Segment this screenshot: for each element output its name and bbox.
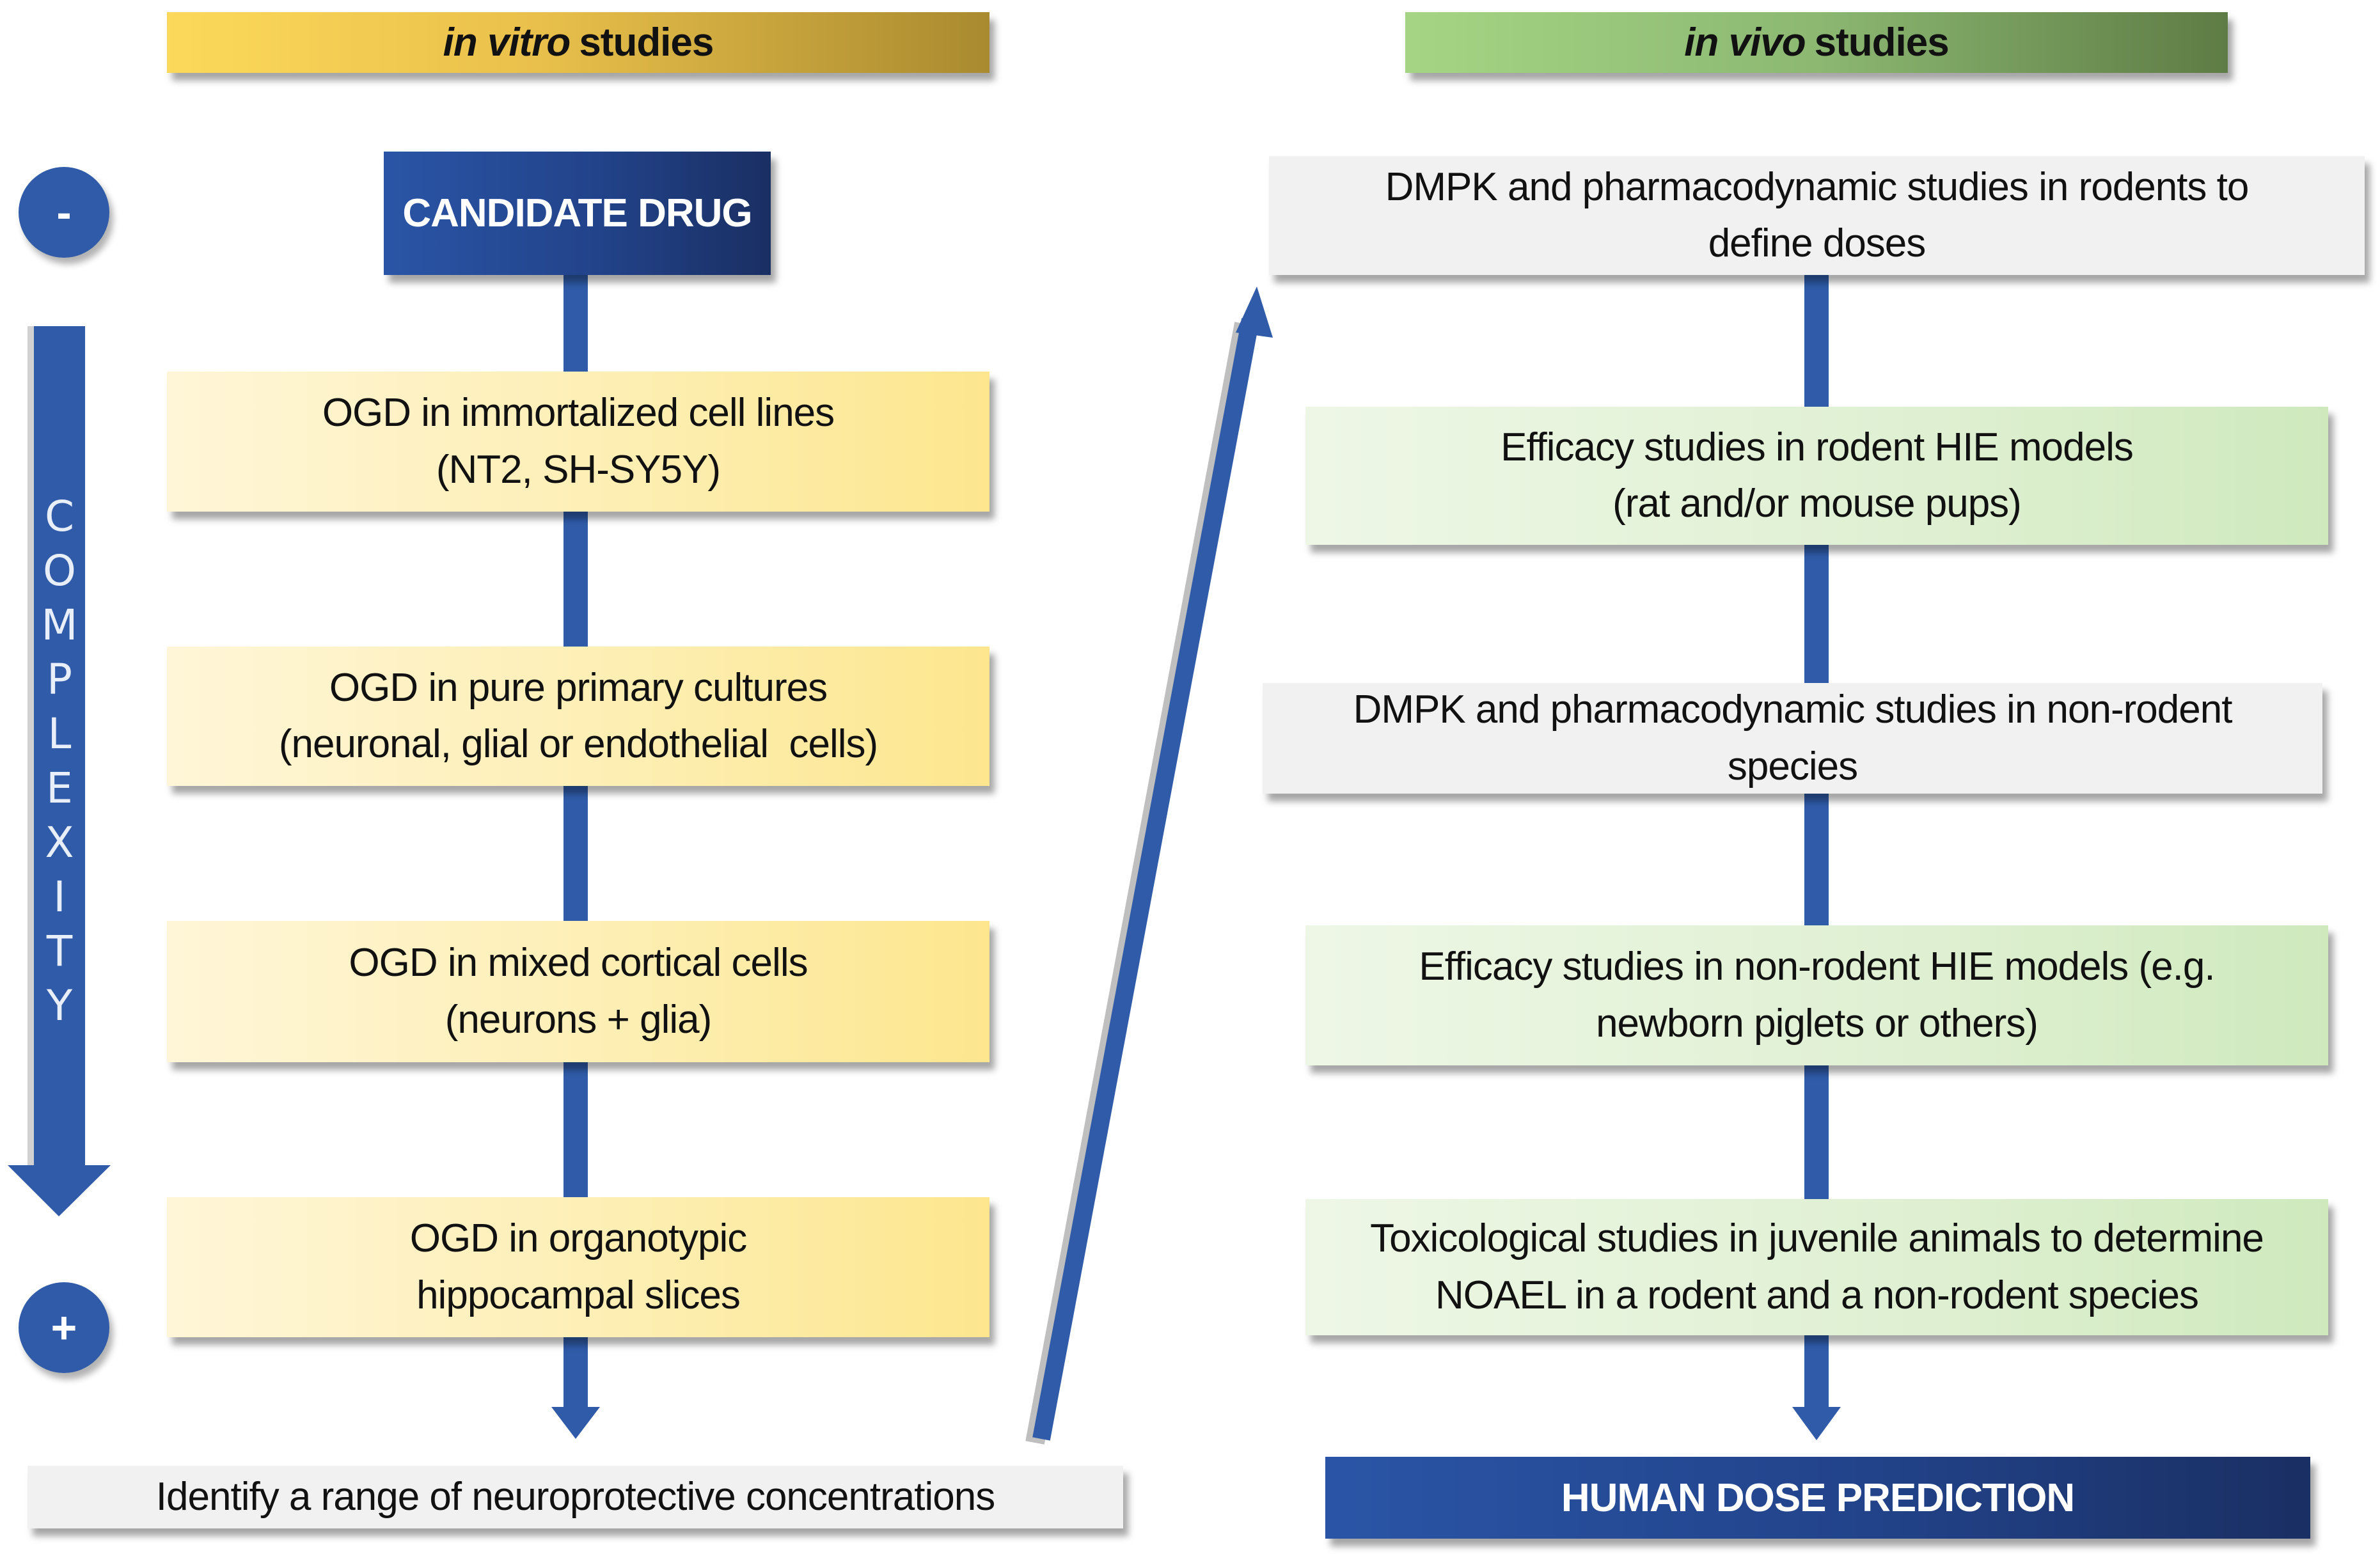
- in-vitro-step: OGD in immortalized cell lines (NT2, SH-…: [167, 372, 989, 512]
- step-line2: hippocampal slices: [416, 1273, 741, 1317]
- in-vivo-header-rest: studies: [1814, 20, 1950, 65]
- complexity-letter: T: [46, 927, 73, 976]
- step-line2: (neuronal, glial or endothelial cells): [278, 722, 878, 766]
- in-vitro-step: OGD in pure primary cultures (neuronal, …: [167, 647, 989, 786]
- in-vivo-header: in vivo studies: [1405, 12, 2228, 73]
- in-vivo-step: Efficacy studies in non-rodent HIE model…: [1305, 925, 2328, 1065]
- step-line2: (neurons + glia): [445, 997, 713, 1042]
- transition-arrow: [1025, 286, 1273, 1445]
- candidate-drug-box: CANDIDATE DRUG: [384, 152, 771, 275]
- in-vitro-step: OGD in mixed cortical cells (neurons + g…: [167, 921, 989, 1062]
- high-complexity-plus-icon: +: [19, 1282, 109, 1373]
- step-line1: DMPK and pharmacodynamic studies in non-…: [1353, 687, 2233, 732]
- step-line1: OGD in pure primary cultures: [329, 665, 828, 710]
- step-line2: define doses: [1708, 221, 1927, 265]
- step-line2: (rat and/or mouse pups): [1612, 482, 2022, 526]
- step-line1: Toxicological studies in juvenile animal…: [1370, 1216, 2264, 1261]
- in-vitro-arrowhead: [551, 1407, 600, 1439]
- complexity-letter: X: [45, 818, 74, 867]
- complexity-letter: I: [53, 872, 66, 922]
- plus-symbol: +: [51, 1303, 77, 1353]
- in-vitro-step: OGD in organotypic hippocampal slices: [167, 1197, 989, 1337]
- in-vivo-step: DMPK and pharmacodynamic studies in rode…: [1269, 156, 2365, 275]
- step-line1: Efficacy studies in rodent HIE models: [1501, 425, 2134, 469]
- complexity-letter: M: [41, 600, 78, 650]
- step-line1: OGD in immortalized cell lines: [322, 391, 835, 436]
- low-complexity-minus-icon: -: [19, 167, 109, 258]
- in-vivo-step: Efficacy studies in rodent HIE models (r…: [1305, 407, 2328, 545]
- in-vitro-header-italic: in vitro: [443, 20, 571, 65]
- complexity-letter: L: [47, 709, 72, 758]
- in-vitro-header: in vitro studies: [167, 12, 989, 73]
- human-dose-prediction-box: HUMAN DOSE PREDICTION: [1325, 1457, 2310, 1539]
- in-vitro-header-rest: studies: [579, 20, 714, 65]
- in-vivo-step: DMPK and pharmacodynamic studies in non-…: [1263, 683, 2322, 794]
- in-vitro-outcome-label: Identify a range of neuroprotective conc…: [155, 1474, 995, 1519]
- complexity-label: C O M P L E X I T Y: [34, 489, 85, 1033]
- step-line2: (NT2, SH-SY5Y): [436, 447, 721, 492]
- complexity-letter: P: [47, 655, 72, 704]
- step-line1: OGD in organotypic: [409, 1216, 747, 1261]
- complexity-letter: C: [44, 492, 75, 541]
- candidate-drug-label: CANDIDATE DRUG: [402, 191, 752, 235]
- in-vivo-step: Toxicological studies in juvenile animal…: [1305, 1199, 2328, 1335]
- step-line2: species: [1727, 744, 1858, 789]
- minus-symbol: -: [56, 187, 72, 237]
- step-line1: DMPK and pharmacodynamic studies in rode…: [1385, 164, 2250, 209]
- complexity-letter: E: [46, 764, 73, 813]
- in-vivo-header-italic: in vivo: [1684, 20, 1806, 65]
- complexity-letter: O: [43, 546, 76, 595]
- in-vitro-outcome-box: Identify a range of neuroprotective conc…: [28, 1466, 1123, 1528]
- step-line1: Efficacy studies in non-rodent HIE model…: [1419, 945, 2215, 989]
- step-line1: OGD in mixed cortical cells: [349, 941, 808, 985]
- step-line2: NOAEL in a rodent and a non-rodent speci…: [1435, 1273, 2199, 1317]
- in-vivo-arrowhead: [1792, 1407, 1841, 1440]
- complexity-letter: Y: [46, 981, 73, 1030]
- human-dose-prediction-label: HUMAN DOSE PREDICTION: [1561, 1475, 2075, 1520]
- complexity-arrow: [8, 326, 111, 1216]
- step-line2: newborn piglets or others): [1596, 1001, 2038, 1046]
